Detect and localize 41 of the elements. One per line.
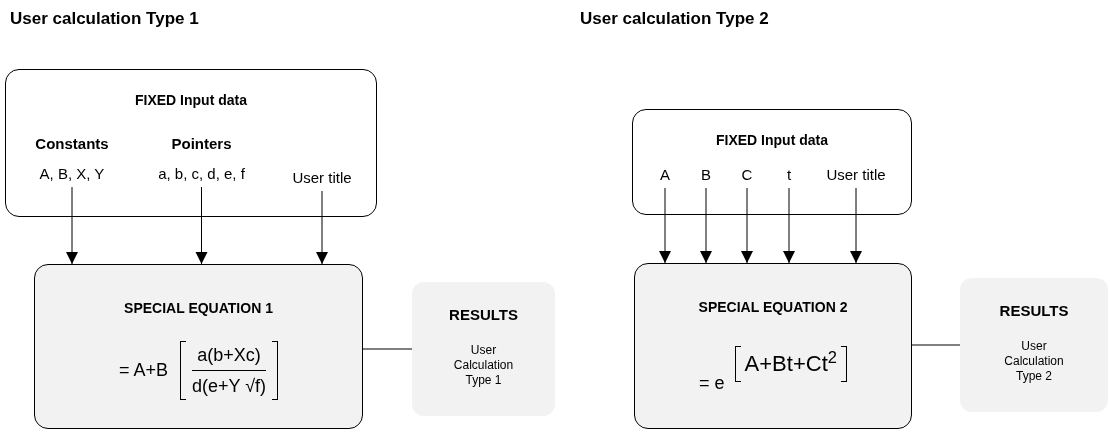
exponent: A+Bt+Ct$^{2}$ (743, 346, 838, 378)
box-heading: FIXED Input data (134, 91, 248, 110)
input-label: C (735, 165, 759, 185)
diagram-heading: User calculation Type 2 (580, 8, 769, 30)
denominator: d(e+Y √f) (191, 375, 267, 398)
panel-text: User Calculation Type 1 (452, 342, 515, 388)
arrow (741, 187, 753, 264)
arrow (316, 190, 328, 265)
arrow (659, 187, 671, 264)
panel-heading: RESULTS (449, 305, 518, 325)
arrow (783, 187, 795, 264)
diagram-heading: User calculation Type 1 (10, 8, 199, 30)
results-panel (960, 278, 1108, 412)
box-heading: FIXED Input data (715, 131, 829, 150)
box-heading: SPECIAL EQUATION 1 (124, 299, 273, 318)
input-box (5, 69, 377, 217)
equation-text: = e (699, 372, 725, 395)
results-panel (412, 282, 555, 416)
column-heading: Pointers (171, 134, 232, 154)
equation-box (634, 263, 912, 429)
box-heading: SPECIAL EQUATION 2 (698, 298, 848, 317)
input-label: A (653, 165, 677, 185)
input-label: User title (272, 168, 372, 188)
connector-line (911, 344, 961, 346)
input-label: t (777, 165, 801, 185)
input-label: a, b, c, d, e, f (158, 164, 245, 184)
panel-heading: RESULTS (999, 301, 1069, 321)
input-box (632, 109, 912, 215)
input-label: User title (811, 165, 901, 185)
equation-text: = A+B (118, 359, 168, 382)
arrow (700, 187, 712, 264)
arrow (66, 186, 78, 265)
column-heading: Constants (35, 134, 109, 154)
panel-text: User Calculation Type 2 (1003, 338, 1065, 384)
arrow (195, 186, 208, 265)
arrow (850, 187, 862, 264)
equation-box (34, 264, 363, 429)
input-label: A, B, X, Y (39, 164, 105, 184)
numerator: a(b+Xc) (197, 344, 261, 367)
connector-line (362, 348, 413, 350)
input-label: B (694, 165, 718, 185)
